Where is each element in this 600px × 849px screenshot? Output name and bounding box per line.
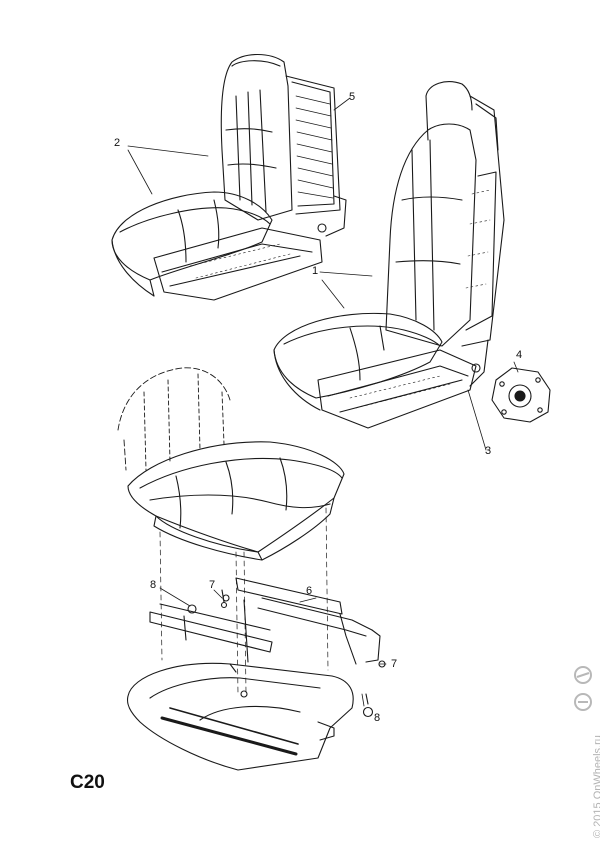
low-back-seat [111,53,347,301]
page-code: C20 [70,772,105,793]
fasteners [187,589,374,718]
alignment-lines [159,507,329,695]
lower-seat-cushion [127,441,345,561]
watermark-logo-icon [574,666,592,711]
seat-rails [149,577,386,698]
backrest-springs [295,95,334,199]
mounting-plate-part-4 [491,367,551,423]
callout-1: 1 [312,265,319,277]
callout-7-upper: 7 [209,579,216,591]
ghost-seat [117,367,231,471]
floor-pan [126,662,354,771]
callout-7-lower: 7 [391,658,398,670]
callout-8-upper: 8 [150,579,157,591]
leader-lines [127,97,519,707]
callout-2: 2 [114,137,121,149]
callout-5: 5 [349,91,356,103]
callout-3: 3 [485,445,492,457]
callout-6: 6 [306,585,313,597]
watermark-text: © 2015 OnWheels.ru [592,735,600,838]
callout-8-lower: 8 [374,712,381,724]
callout-4: 4 [516,349,523,361]
high-back-seat [273,81,505,429]
